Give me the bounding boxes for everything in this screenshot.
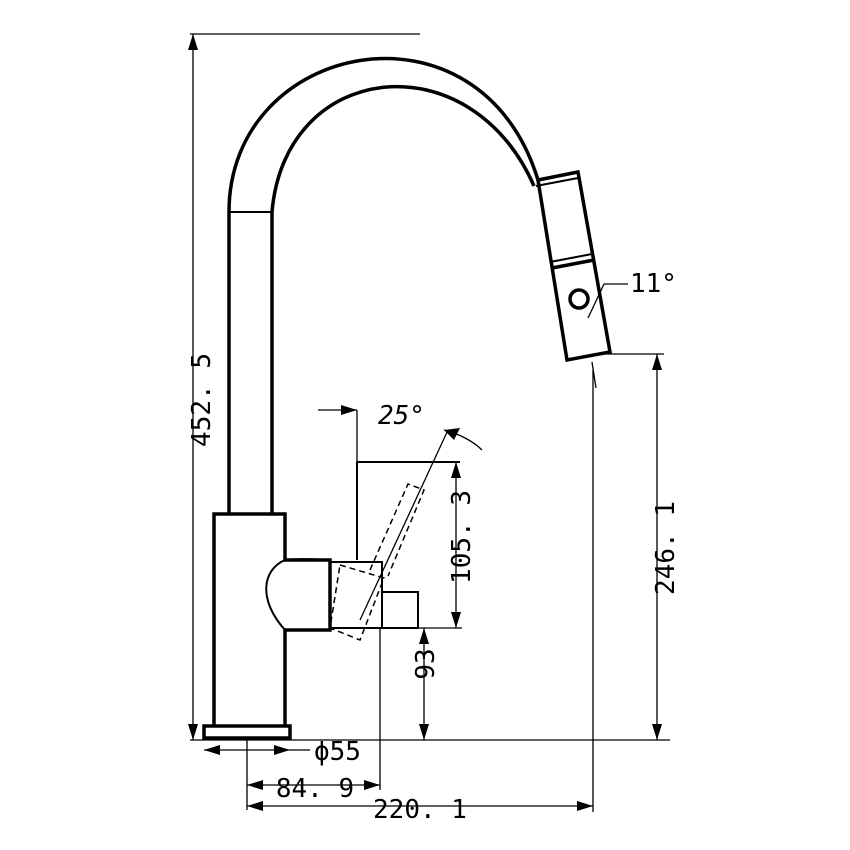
gooseneck-outer (227, 56, 540, 213)
faucet-outline (202, 56, 613, 740)
spray-joint-2 (549, 253, 593, 263)
label-handle-reach: 84. 9 (276, 774, 354, 804)
faucet-body (212, 512, 332, 726)
label-spout-height: 246. 1 (651, 501, 681, 595)
dimension-lines (188, 33, 670, 812)
spray-joint-1 (535, 177, 579, 187)
label-spray-angle: 11° (630, 269, 677, 299)
label-spout-reach: 220. 1 (373, 795, 467, 825)
lever-block (329, 561, 383, 629)
lever-hub-inner (284, 558, 331, 561)
spout-neck (227, 212, 274, 514)
lever-dashed-handle (369, 483, 425, 577)
gooseneck-inner (270, 84, 536, 213)
spray-head (536, 169, 613, 363)
base-plate (202, 724, 292, 740)
label-base-diameter: ϕ55 (314, 737, 361, 767)
label-total-height: 452. 5 (187, 353, 217, 447)
lever-dashed-rotated (329, 564, 385, 641)
lever (329, 461, 460, 641)
spray-joint-3 (551, 258, 595, 270)
lever-handle-rest (382, 591, 419, 629)
label-lever-height: 105. 3 (447, 490, 477, 584)
label-lever-angle: 25° (378, 401, 425, 431)
lever-hub (265, 559, 286, 631)
label-handle-height: 93 (411, 648, 441, 679)
spray-button (568, 288, 590, 310)
